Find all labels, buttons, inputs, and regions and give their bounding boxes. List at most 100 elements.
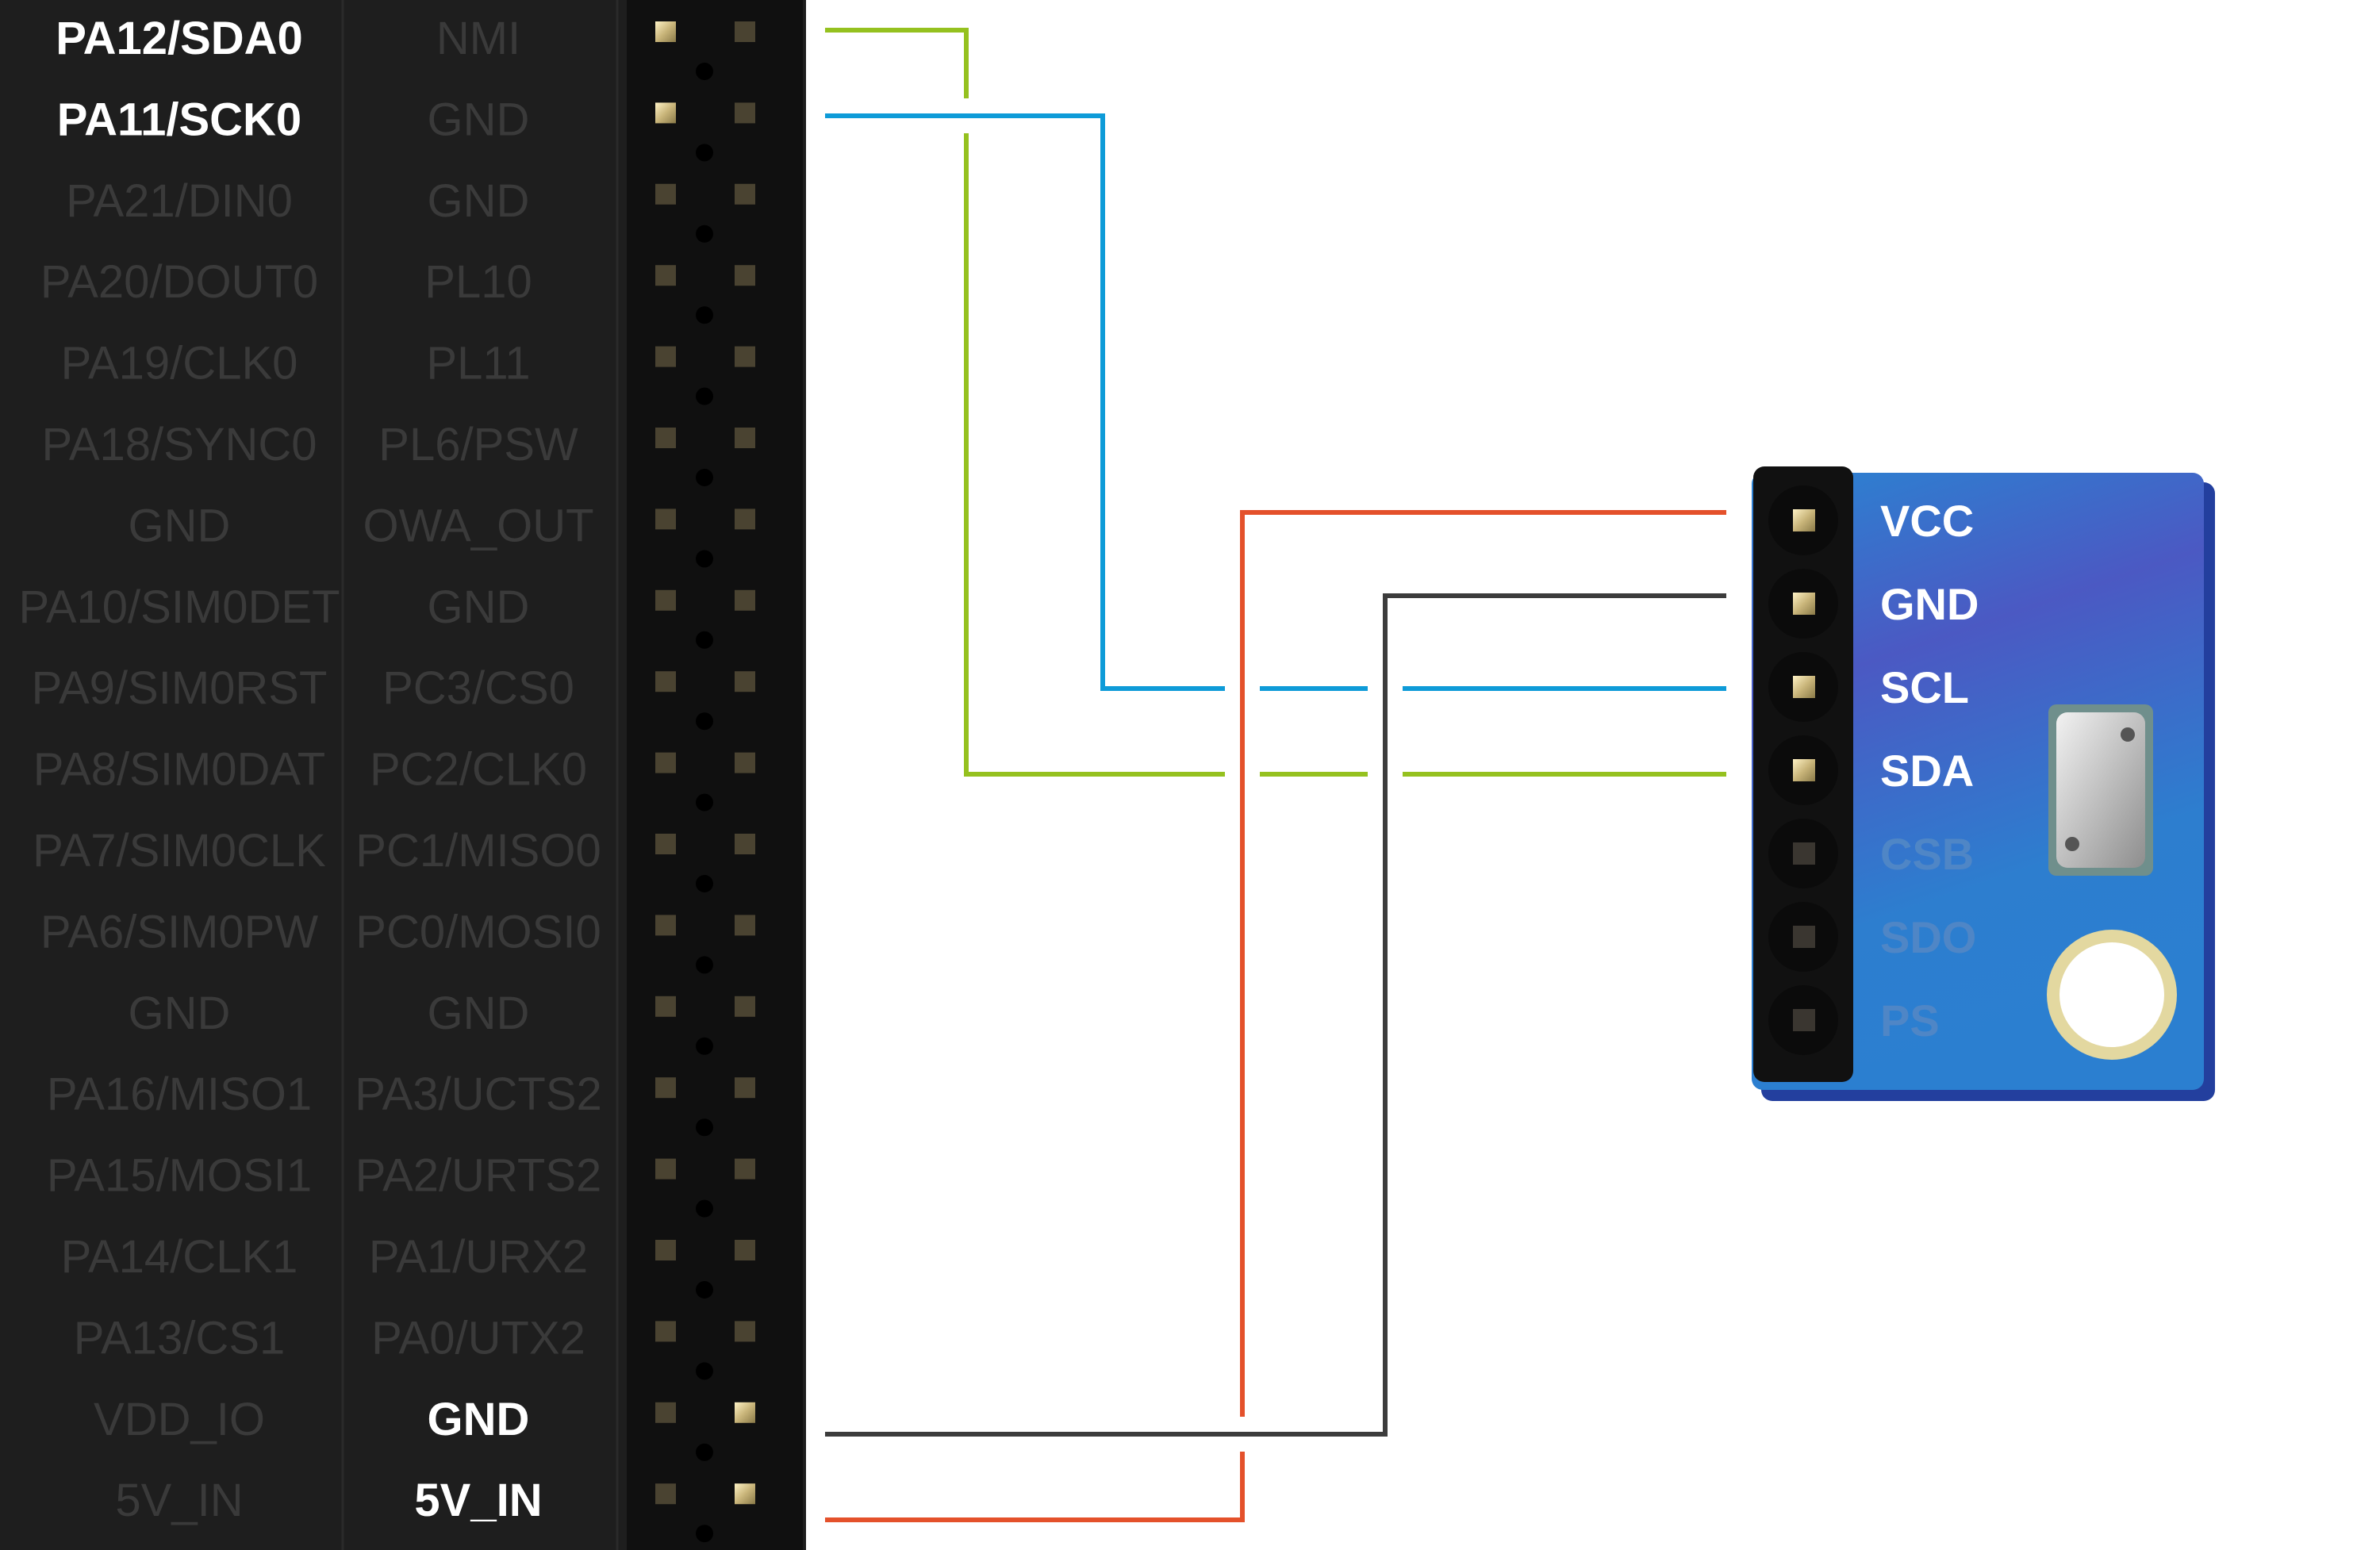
header-pad [655, 265, 676, 286]
connector-hole [696, 550, 713, 568]
header-pad [735, 1077, 755, 1099]
pin-label-left: PA13/CS1 [74, 1312, 286, 1364]
header-pad [655, 346, 676, 367]
chip-dot [2121, 727, 2135, 742]
connector-hole [696, 875, 713, 892]
sensor-pin-label: CSB [1880, 829, 1974, 879]
connector-hole [696, 1199, 713, 1218]
sensor-board: VCC GND SCL SDA CSB SDO PS [1752, 466, 2215, 1101]
gpio-header: PA12/SDA0PA11/SCK0PA21/DIN0PA20/DOUT0PA1… [0, 0, 806, 1550]
header-pad [735, 265, 755, 286]
sensor-pad [1793, 1009, 1815, 1031]
header-pad [655, 671, 676, 693]
connector-hole [696, 469, 713, 486]
wires [825, 28, 1726, 1522]
pin-label-left: PA10/SIM0DET [18, 581, 340, 633]
pin-label-right: PA3/UCTS2 [355, 1069, 602, 1120]
sensor-pin-label: PS [1880, 996, 1940, 1045]
pin-label-left: PA20/DOUT0 [40, 256, 318, 308]
connector-hole [696, 631, 713, 649]
pin-label-left: PA11/SCK0 [57, 94, 301, 145]
pin-label-left: PA16/MISO1 [47, 1069, 312, 1120]
header-labels: PA12/SDA0PA11/SCK0PA21/DIN0PA20/DOUT0PA1… [18, 13, 601, 1526]
header-pad [735, 996, 755, 1017]
header-pad [655, 1483, 676, 1505]
pin-label-left: PA6/SIM0PW [40, 906, 318, 957]
header-pad [735, 21, 755, 42]
header-pad [735, 183, 755, 205]
sensor-pins: VCC GND SCL SDA CSB SDO PS [1768, 485, 1979, 1055]
wire-scl [825, 113, 1726, 691]
wire-gnd [825, 593, 1726, 1437]
pin-label-right: GND [428, 581, 530, 633]
sensor-pin-label: SDA [1880, 746, 1974, 796]
connector-hole [696, 1443, 713, 1461]
pin-label-right: 5V_IN [414, 1475, 542, 1526]
connector-hole [696, 1362, 713, 1380]
header-connector [627, 0, 803, 1550]
wire-vcc [825, 510, 1726, 1522]
header-pad [735, 1158, 755, 1180]
header-pad [655, 183, 676, 205]
header-pad [735, 1321, 755, 1342]
header-pad [655, 915, 676, 936]
header-pad [735, 428, 755, 448]
sensor-pad [1793, 926, 1815, 948]
connector-hole [696, 956, 713, 974]
sensor-pad [1793, 842, 1815, 865]
connector-hole [696, 1281, 713, 1299]
header-pad [655, 1321, 676, 1342]
header-pad [735, 589, 755, 611]
pin-label-right: PL11 [426, 338, 530, 389]
connector-hole [696, 224, 713, 243]
pin-label-right: PA1/URX2 [369, 1231, 588, 1283]
header-pad [735, 915, 755, 936]
pin-label-right: PA0/UTX2 [371, 1312, 585, 1364]
connector-hole [696, 1525, 713, 1543]
header-pad [655, 428, 676, 448]
sensor-pin-label: SCL [1880, 662, 1969, 712]
header-pad [655, 102, 676, 124]
header-pad [655, 752, 676, 773]
sensor-pin-label: SDO [1880, 912, 1976, 962]
header-pad [735, 671, 755, 693]
chip-dot [2065, 837, 2079, 851]
connector-hole [696, 63, 713, 80]
pin-label-right: NMI [436, 13, 520, 64]
connector-strip [627, 0, 803, 1550]
pin-label-right: PL6/PSW [378, 419, 578, 470]
pin-label-left: GND [129, 988, 231, 1039]
header-pad [655, 996, 676, 1017]
pin-label-right: GND [428, 94, 530, 145]
header-pad [735, 1402, 755, 1423]
header-pad [655, 1402, 676, 1423]
pin-label-right: PC0/MOSI0 [355, 906, 601, 957]
connector-hole [696, 144, 713, 162]
pin-label-left: PA7/SIM0CLK [33, 825, 326, 877]
connector-hole [696, 1118, 713, 1137]
header-pad [655, 589, 676, 611]
sensor-pad [1793, 759, 1815, 781]
sensor-pin-label: GND [1880, 579, 1979, 629]
connector-hole [696, 1037, 713, 1055]
pin-label-left: PA12/SDA0 [56, 13, 303, 64]
connector-hole [696, 793, 713, 811]
pin-label-right: GND [428, 1394, 530, 1445]
header-pad [655, 508, 676, 530]
header-pad [655, 834, 676, 854]
sensor-pin-label: VCC [1880, 496, 1974, 546]
pin-label-left: 5V_IN [115, 1475, 243, 1526]
pin-label-right: GND [428, 988, 530, 1039]
sensor-pad [1793, 676, 1815, 698]
header-pad [735, 508, 755, 530]
connector-hole [696, 387, 713, 405]
header-pad [655, 1158, 676, 1180]
pin-label-right: PA2/URTS2 [355, 1150, 602, 1202]
pin-label-left: PA8/SIM0DAT [33, 744, 326, 796]
pin-label-left: PA14/CLK1 [61, 1231, 298, 1283]
header-pad [735, 834, 755, 854]
header-pad [735, 102, 755, 124]
wire-sda [825, 28, 1726, 777]
pin-label-left: GND [129, 500, 231, 551]
header-pad [655, 1240, 676, 1260]
